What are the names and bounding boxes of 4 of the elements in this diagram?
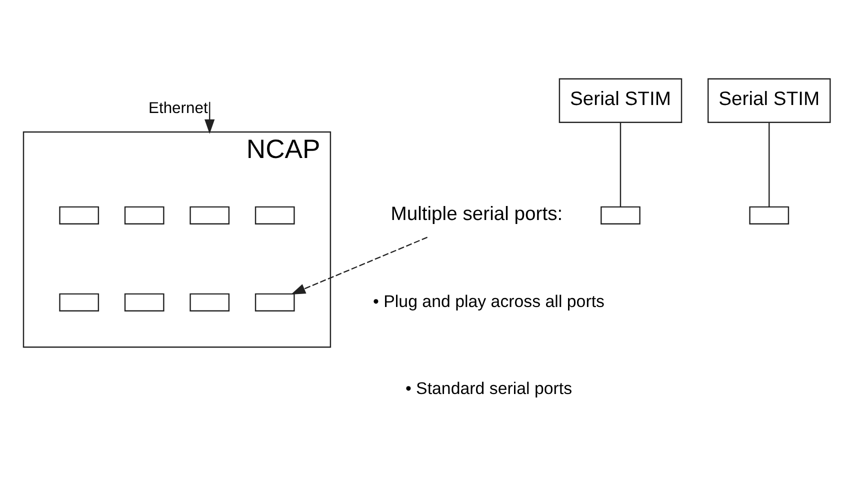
label: • Plug and play across all ports	[372, 292, 604, 311]
label: • Standard serial ports	[404, 378, 572, 398]
edge-label: Ethernet	[148, 100, 208, 117]
node-text: Multiple serial ports:	[390, 204, 562, 225]
